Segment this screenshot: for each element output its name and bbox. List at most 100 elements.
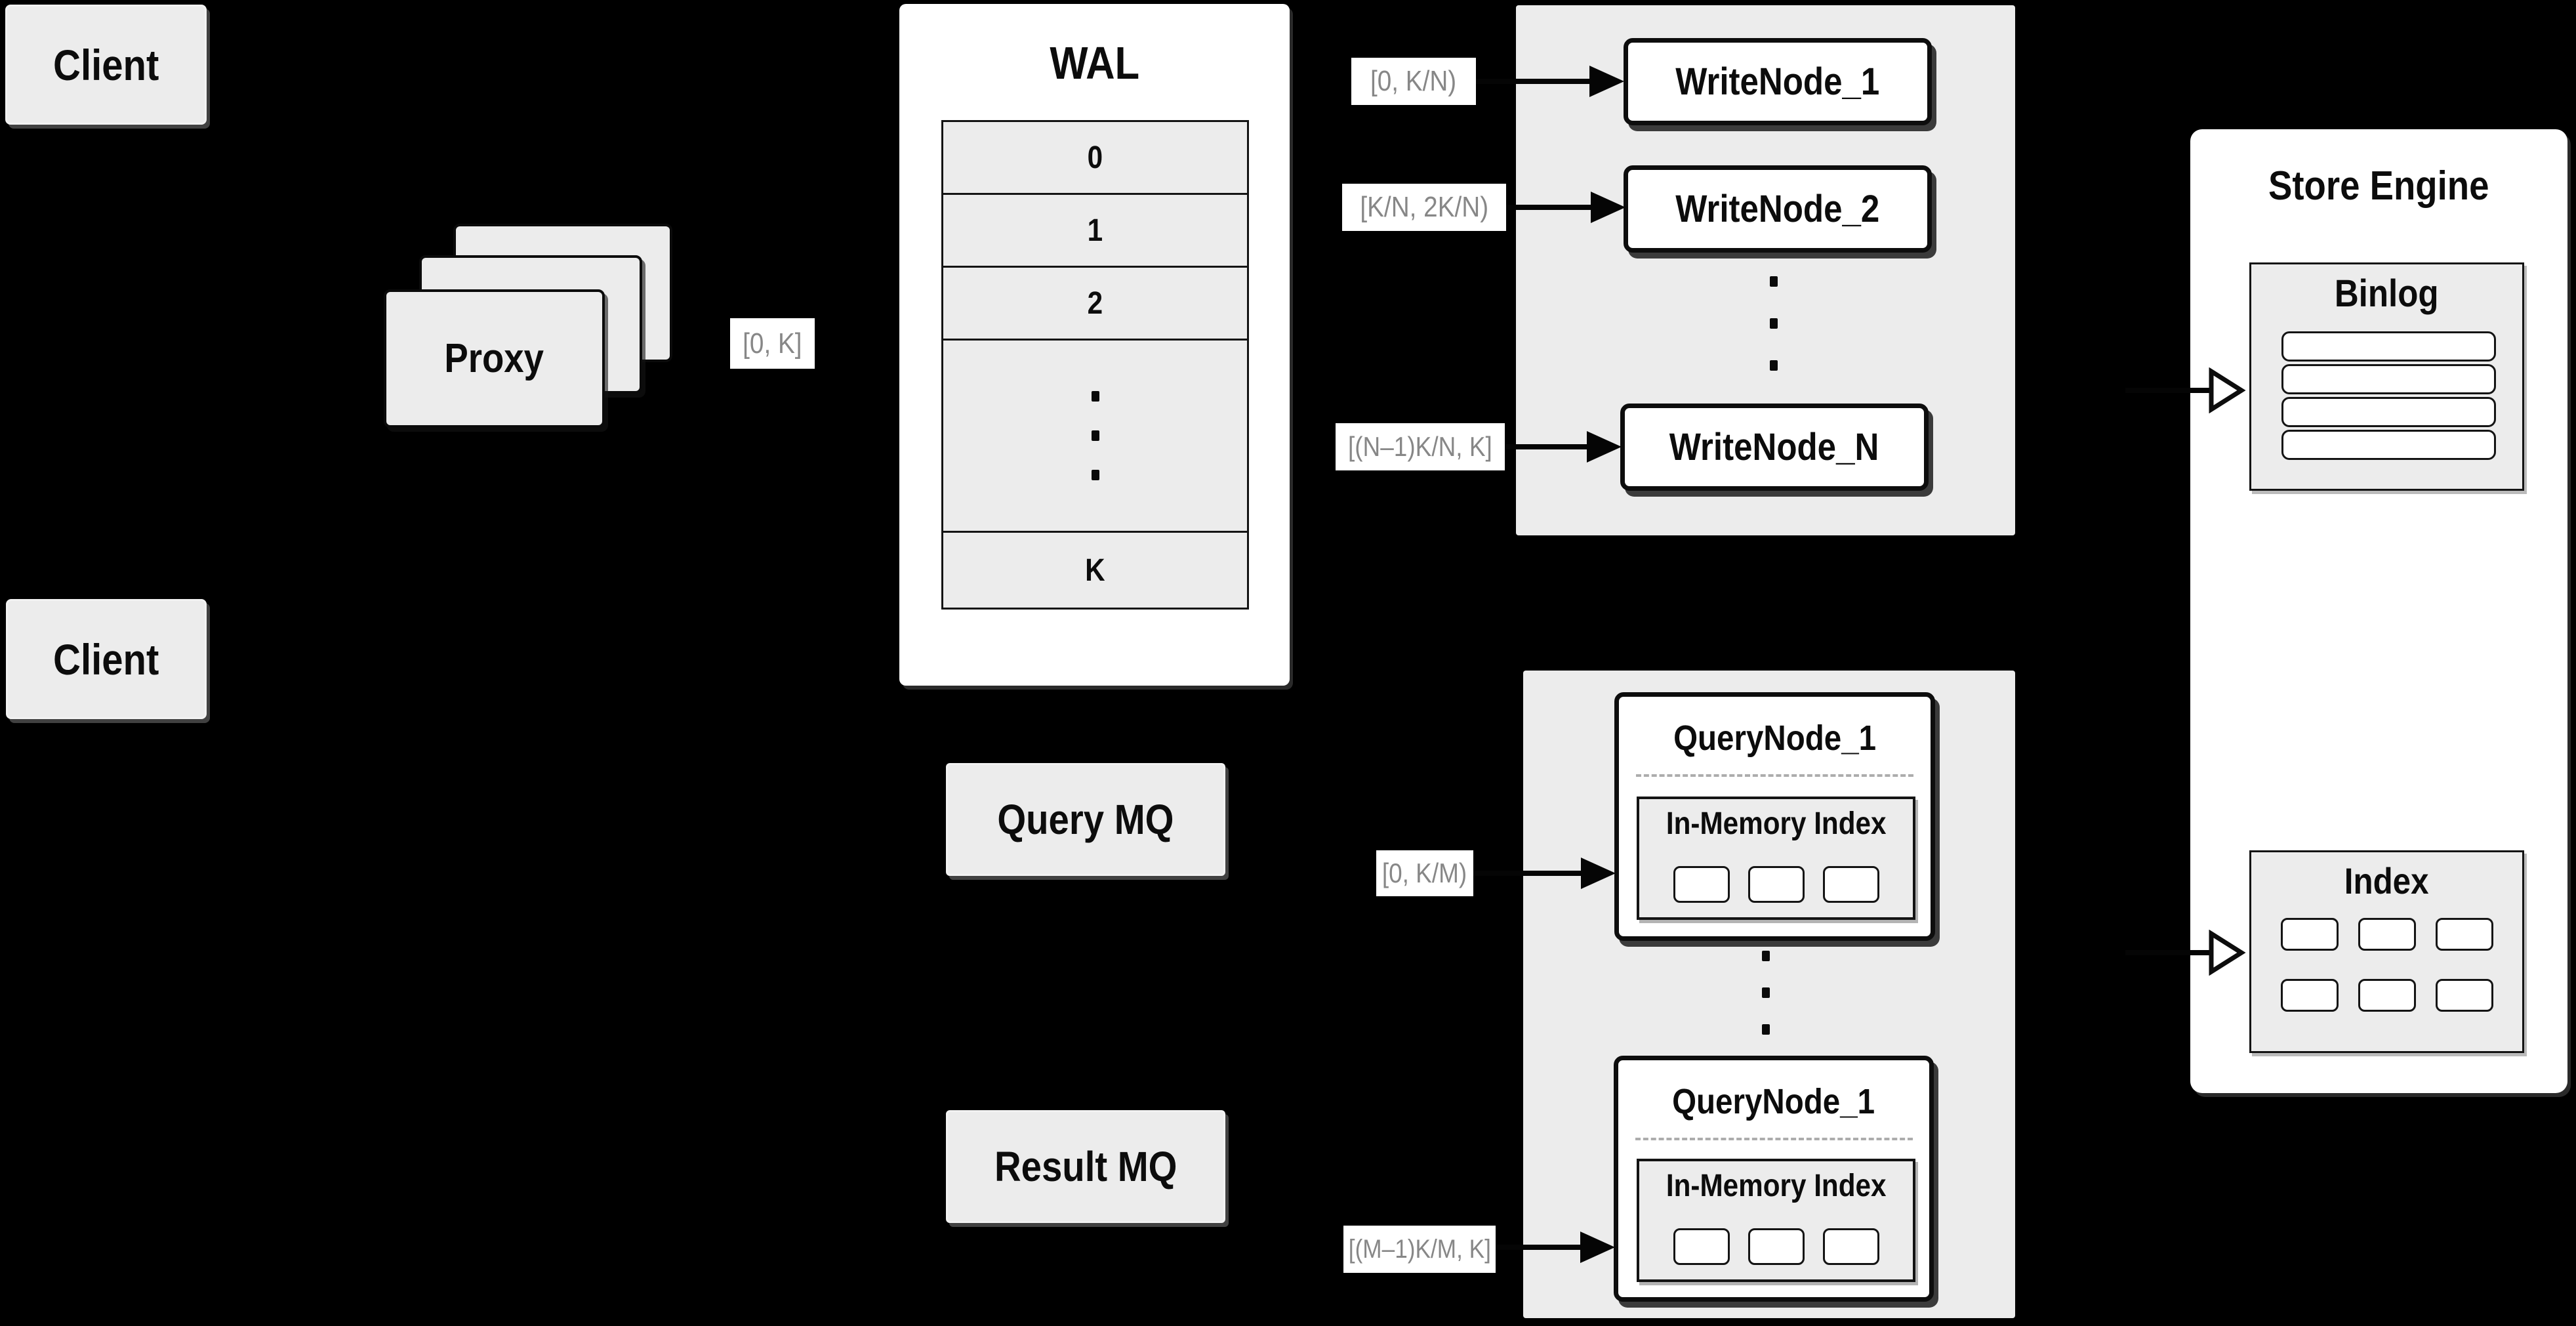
- index-title: Index: [2344, 860, 2429, 901]
- client-box-top: Client: [5, 5, 207, 125]
- wal-table: 0 1 2 K: [941, 120, 1249, 610]
- write-node-1: WriteNode_1: [1624, 38, 1932, 125]
- memory-segment-row: [1639, 1228, 1913, 1265]
- index-cell: [2358, 979, 2416, 1012]
- result-mq-label: Result MQ: [994, 1143, 1177, 1190]
- vertical-ellipsis: [1091, 391, 1099, 480]
- memory-segment-row: [1639, 866, 1913, 903]
- proxy-range-chip: [0, K]: [730, 318, 815, 369]
- proxy-range-label: [0, K]: [743, 327, 802, 360]
- query-node-title: QueryNode_1: [1672, 1082, 1875, 1121]
- write-range-label: [(N–1)K/N, K]: [1348, 431, 1492, 462]
- hollow-arrow-right-icon: [2209, 930, 2246, 976]
- vertical-ellipsis: [1770, 276, 1778, 371]
- wal-row-label: K: [1085, 552, 1105, 588]
- arrow-line: [1476, 79, 1591, 84]
- arrow-right-icon: [1589, 66, 1624, 97]
- query-node-1: QueryNode_1 In-Memory Index: [1614, 692, 1935, 941]
- store-engine-title-wrap: Store Engine: [2190, 129, 2567, 207]
- client-box-bottom: Client: [6, 599, 207, 719]
- wal-ellipsis-row: [941, 339, 1249, 533]
- wal-title-wrap: WAL: [899, 4, 1290, 86]
- wal-row: 2: [941, 266, 1249, 341]
- store-engine-panel: Store Engine Binlog Index: [2190, 129, 2567, 1093]
- query-range-label: [(M–1)K/M, K]: [1348, 1234, 1491, 1264]
- in-memory-index-box: In-Memory Index: [1637, 797, 1915, 920]
- in-memory-index-box: In-Memory Index: [1637, 1159, 1915, 1282]
- write-node-label: WriteNode_1: [1675, 60, 1880, 103]
- binlog-title: Binlog: [2335, 272, 2439, 315]
- wal-row-label: 2: [1087, 285, 1103, 321]
- write-range-chip-2: [K/N, 2K/N): [1342, 184, 1506, 231]
- query-node-title: QueryNode_1: [1673, 718, 1876, 758]
- index-title-wrap: Index: [2251, 852, 2522, 900]
- wal-row: 1: [941, 193, 1249, 268]
- query-node-title-wrap: QueryNode_1: [1619, 697, 1931, 756]
- arrow-right-icon: [1581, 858, 1616, 889]
- memory-segment-cell: [1673, 866, 1730, 903]
- query-mq-label: Query MQ: [997, 796, 1174, 843]
- write-range-chip-1: [0, K/N): [1351, 58, 1476, 105]
- arrow-right-icon: [1587, 431, 1622, 463]
- in-memory-index-label: In-Memory Index: [1666, 806, 1887, 841]
- wal-row: 0: [941, 120, 1249, 195]
- memory-segment-cell: [1748, 866, 1805, 903]
- write-node-2: WriteNode_2: [1624, 165, 1932, 253]
- write-range-label: [K/N, 2K/N): [1360, 191, 1488, 223]
- proxy-stack: Proxy: [384, 224, 672, 428]
- arrow-line: [1473, 871, 1583, 876]
- index-cell: [2435, 979, 2493, 1012]
- arrow-line: [1496, 1245, 1582, 1250]
- client-label: Client: [53, 634, 159, 684]
- binlog-row: [2281, 364, 2496, 394]
- in-memory-title-wrap: In-Memory Index: [1639, 799, 1913, 840]
- in-memory-title-wrap: In-Memory Index: [1639, 1161, 1913, 1202]
- index-cell: [2435, 918, 2493, 951]
- arrow-right-icon: [1580, 1232, 1615, 1263]
- binlog-rows: [2281, 331, 2496, 460]
- wal-row-label: 1: [1087, 213, 1103, 248]
- arrow-line: [2125, 388, 2211, 393]
- result-mq-box: Result MQ: [946, 1110, 1225, 1223]
- memory-segment-cell: [1822, 1228, 1879, 1265]
- in-memory-index-label: In-Memory Index: [1666, 1169, 1887, 1203]
- index-cell: [2280, 979, 2339, 1012]
- wal-row: K: [941, 531, 1249, 610]
- binlog-row: [2281, 430, 2496, 460]
- query-node-title-wrap: QueryNode_1: [1618, 1060, 1929, 1119]
- write-node-label: WriteNode_2: [1675, 188, 1880, 230]
- proxy-label: Proxy: [444, 336, 544, 381]
- dashed-divider: [1635, 1138, 1913, 1140]
- vertical-ellipsis: [1762, 951, 1770, 1035]
- wal-panel: WAL 0 1 2 K: [899, 4, 1290, 686]
- query-mq-box: Query MQ: [946, 763, 1225, 876]
- query-range-chip-1: [0, K/M): [1376, 850, 1473, 896]
- memory-segment-cell: [1822, 866, 1879, 903]
- index-box: Index: [2249, 850, 2524, 1053]
- index-cell: [2358, 918, 2416, 951]
- arrow-right-icon: [1591, 192, 1625, 223]
- memory-segment-cell: [1673, 1228, 1730, 1265]
- binlog-box: Binlog: [2249, 262, 2524, 491]
- query-node-2: QueryNode_1 In-Memory Index: [1614, 1056, 1934, 1302]
- store-engine-title: Store Engine: [2268, 163, 2489, 209]
- write-node-n: WriteNode_N: [1620, 404, 1929, 491]
- client-label: Client: [52, 40, 159, 89]
- write-range-label: [0, K/N): [1370, 65, 1457, 97]
- binlog-title-wrap: Binlog: [2251, 264, 2522, 313]
- hollow-arrow-right-icon: [2209, 367, 2246, 413]
- wal-row-label: 0: [1087, 140, 1103, 175]
- dashed-divider: [1636, 774, 1913, 777]
- index-cell-row: [2251, 979, 2522, 1012]
- memory-segment-cell: [1748, 1228, 1805, 1265]
- index-cell: [2280, 918, 2339, 951]
- proxy-card-front: Proxy: [384, 289, 605, 428]
- write-node-label: WriteNode_N: [1669, 426, 1879, 468]
- index-cell-row: [2251, 918, 2522, 951]
- binlog-row: [2281, 397, 2496, 427]
- arrow-line: [1505, 444, 1589, 449]
- arrow-line: [2125, 950, 2211, 955]
- query-range-label: [0, K/M): [1382, 858, 1467, 888]
- wal-title: WAL: [1050, 37, 1139, 89]
